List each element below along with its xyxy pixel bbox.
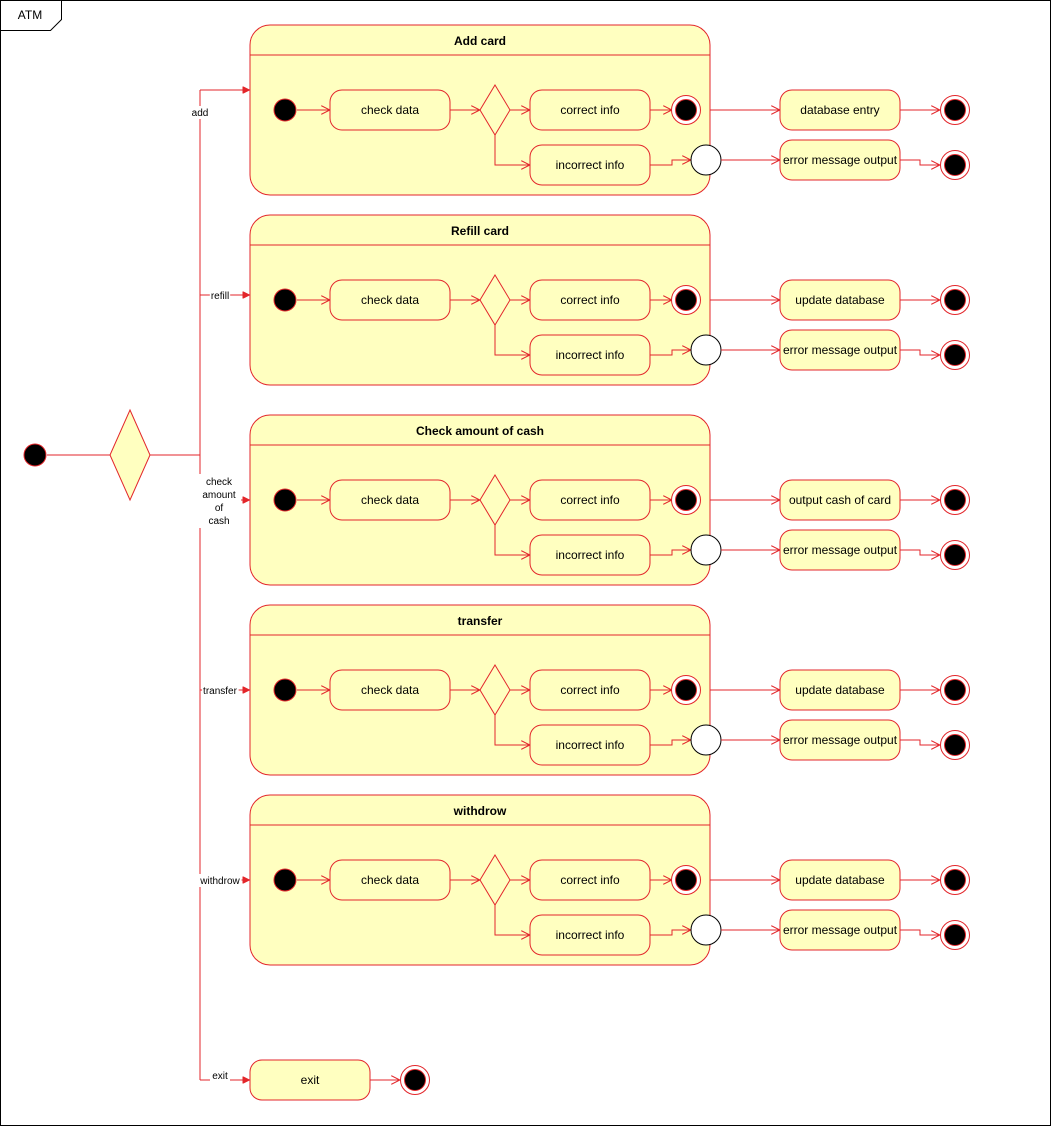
composite-title: Refill card <box>451 224 509 238</box>
inner-edge <box>494 715 529 745</box>
correct-info-label: correct info <box>560 293 620 307</box>
diagram-content: add Add card check data correct info incorre… <box>23 24 970 1101</box>
inner-edge <box>494 905 529 935</box>
correct-info-label: correct info <box>560 103 620 117</box>
check-data-label: check data <box>361 103 419 117</box>
inner-edge <box>494 325 529 355</box>
exit-point <box>690 334 722 366</box>
error-label: error message output <box>783 923 898 937</box>
error-final-node-inner <box>944 924 966 946</box>
branch-label-bg <box>210 1069 230 1081</box>
check-data-label: check data <box>361 683 419 697</box>
success-label: database entry <box>800 103 879 117</box>
incorrect-info-label: incorrect info <box>556 348 625 362</box>
inner-final-node-inner <box>675 679 697 701</box>
error-final-node-inner <box>944 734 966 756</box>
inner-edge <box>494 525 529 555</box>
error-final-node-inner <box>944 344 966 366</box>
branch-label-line: check <box>206 477 233 488</box>
inner-initial-node <box>273 678 297 702</box>
incorrect-info-label: incorrect info <box>556 928 625 942</box>
inner-initial-node <box>273 488 297 512</box>
check-data-label: check data <box>361 493 419 507</box>
success-final-node-inner <box>944 489 966 511</box>
branch-label: withdrow <box>199 876 240 887</box>
branch-label-line: of <box>215 503 224 514</box>
success-final-node-inner <box>944 99 966 121</box>
success-label: update database <box>795 683 885 697</box>
success-final-node-inner <box>944 289 966 311</box>
success-label: output cash of card <box>789 493 891 507</box>
error-label: error message output <box>783 343 898 357</box>
incorrect-info-label: incorrect info <box>556 738 625 752</box>
exit-point <box>690 724 722 756</box>
outer-edge <box>900 929 939 935</box>
inner-edge <box>650 350 690 356</box>
choice-node <box>109 408 151 502</box>
composite-title: withdrow <box>453 804 507 818</box>
error-final-node-inner <box>944 154 966 176</box>
frame-title: ATM <box>18 8 42 22</box>
outer-edge <box>900 739 939 745</box>
branch-label: add <box>192 108 209 119</box>
exit-point <box>690 914 722 946</box>
exit-point <box>690 144 722 176</box>
inner-initial-node <box>273 98 297 122</box>
exit-final-node-inner <box>404 1069 426 1091</box>
incorrect-info-label: incorrect info <box>556 158 625 172</box>
error-final-node-inner <box>944 544 966 566</box>
success-label: update database <box>795 293 885 307</box>
error-label: error message output <box>783 543 898 557</box>
inner-edge <box>650 930 690 936</box>
branch-label-bg <box>198 874 242 887</box>
inner-initial-node <box>273 868 297 892</box>
success-label: update database <box>795 873 885 887</box>
check-data-label: check data <box>361 293 419 307</box>
inner-final-node-inner <box>675 99 697 121</box>
inner-final-node-inner <box>675 289 697 311</box>
frame-tab <box>0 0 62 31</box>
inner-edge <box>650 160 690 166</box>
correct-info-label: correct info <box>560 873 620 887</box>
error-label: error message output <box>783 733 898 747</box>
composite-title: Add card <box>454 34 506 48</box>
inner-edge <box>494 135 529 165</box>
outer-edge <box>900 349 939 355</box>
outer-edge <box>900 549 939 555</box>
inner-final-node-inner <box>675 869 697 891</box>
branch-label-bg <box>199 474 241 528</box>
exit-state-label: exit <box>301 1073 320 1087</box>
branch-label: refill <box>211 291 229 302</box>
composite-title: transfer <box>458 614 503 628</box>
branch-label-bg <box>190 106 210 119</box>
incorrect-info-label: incorrect info <box>556 548 625 562</box>
branch-label-line: amount <box>202 490 236 501</box>
inner-edge <box>650 740 690 746</box>
exit-point <box>690 534 722 566</box>
correct-info-label: correct info <box>560 683 620 697</box>
initial-node <box>23 443 47 467</box>
error-label: error message output <box>783 153 898 167</box>
branch-label-line: cash <box>208 516 229 527</box>
outer-edge <box>900 159 939 165</box>
composite-title: Check amount of cash <box>416 424 544 438</box>
success-final-node-inner <box>944 679 966 701</box>
branch-label: transfer <box>203 686 238 697</box>
branch-label: exit <box>212 1071 228 1082</box>
inner-initial-node <box>273 288 297 312</box>
check-data-label: check data <box>361 873 419 887</box>
branch-label-bg <box>209 289 231 302</box>
branch-label-bg <box>202 684 239 697</box>
inner-final-node-inner <box>675 489 697 511</box>
success-final-node-inner <box>944 869 966 891</box>
inner-edge <box>650 550 690 556</box>
correct-info-label: correct info <box>560 493 620 507</box>
